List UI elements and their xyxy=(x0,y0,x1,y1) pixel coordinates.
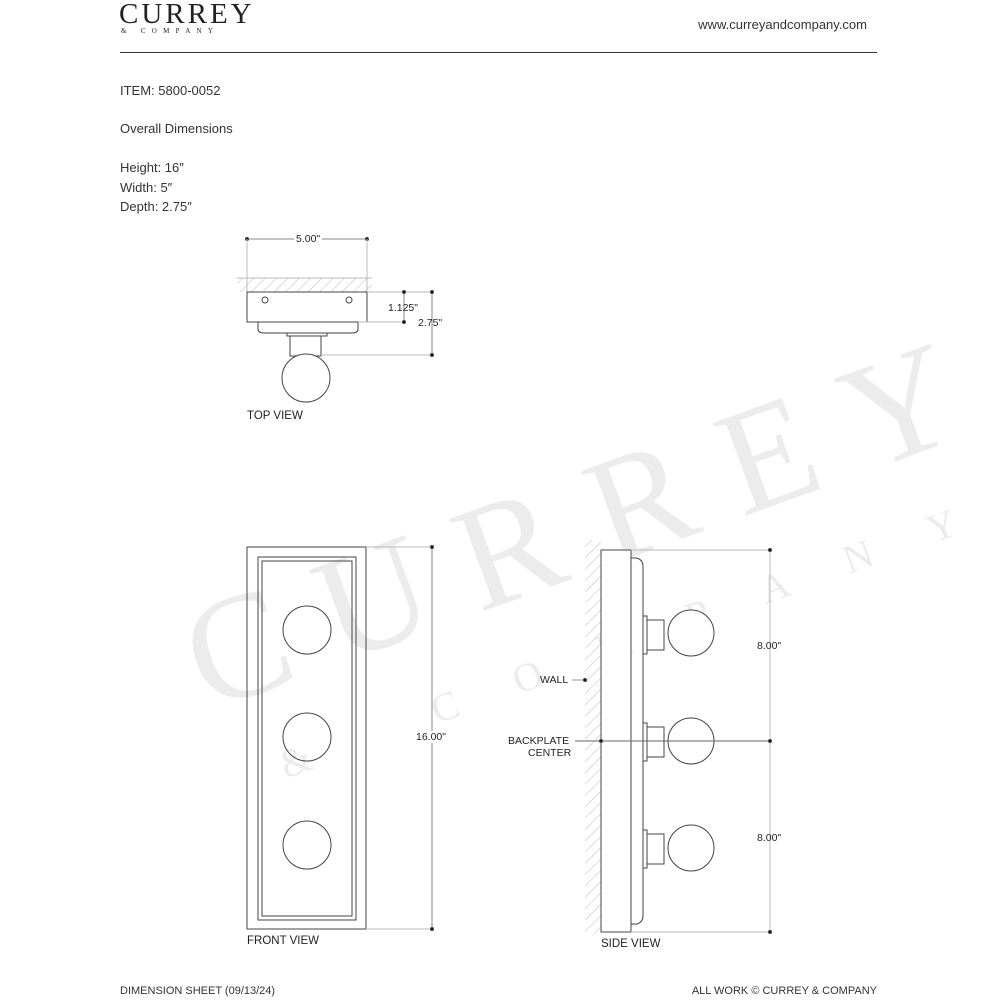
depth-dimension: Depth: 2.75″ xyxy=(120,199,192,214)
front-view-title: FRONT VIEW xyxy=(247,935,319,947)
side-view-drawing xyxy=(572,540,772,935)
plate-depth-label: 1.125" xyxy=(388,302,419,314)
center-label: CENTER xyxy=(528,747,572,759)
top-view-drawing xyxy=(237,237,434,403)
overall-dimensions-heading: Overall Dimensions xyxy=(120,121,233,136)
website-url: www.curreyandcompany.com xyxy=(698,17,867,32)
width-dimension: Width: 5″ xyxy=(120,180,173,195)
total-depth-label: 2.75" xyxy=(418,317,443,329)
brand-logo: CURREY xyxy=(119,0,255,30)
front-height-label: 16.00" xyxy=(416,731,447,743)
brand-logo-subtitle: & COMPANY xyxy=(121,27,220,35)
height-dimension: Height: 16″ xyxy=(120,160,184,175)
top-width-label: 5.00" xyxy=(294,233,323,245)
side-view-title: SIDE VIEW xyxy=(601,938,661,950)
top-view-title: TOP VIEW xyxy=(247,410,303,422)
footer-sheet-date: DIMENSION SHEET (09/13/24) xyxy=(120,985,276,997)
lower-spacing-label: 8.00" xyxy=(757,832,782,844)
wall-label: WALL xyxy=(540,674,569,686)
backplate-label: BACKPLATE xyxy=(508,735,570,747)
footer-copyright: ALL WORK © CURREY & COMPANY xyxy=(691,985,877,997)
header-divider xyxy=(120,52,877,53)
item-number: ITEM: 5800-0052 xyxy=(120,83,221,98)
upper-spacing-label: 8.00" xyxy=(757,640,782,652)
front-view-drawing xyxy=(246,545,434,931)
